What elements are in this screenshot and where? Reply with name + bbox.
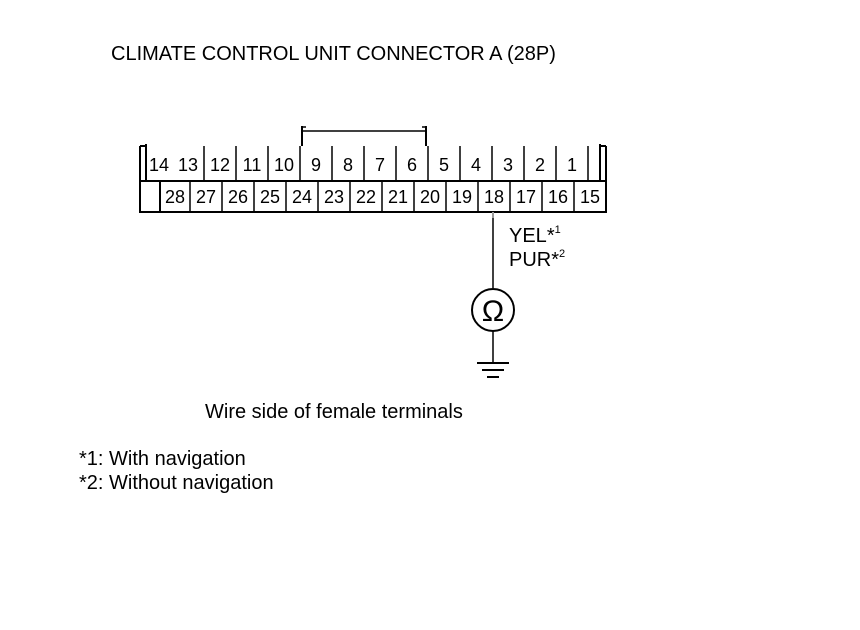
terminal-5: 5	[439, 155, 449, 175]
terminal-15: 15	[580, 187, 600, 207]
terminal-12: 12	[210, 155, 230, 175]
terminal-22: 22	[356, 187, 376, 207]
terminal-20: 20	[420, 187, 440, 207]
terminal-26: 26	[228, 187, 248, 207]
terminal-7: 7	[375, 155, 385, 175]
terminal-8: 8	[343, 155, 353, 175]
terminal-14: 14	[149, 155, 169, 175]
terminal-19: 19	[452, 187, 472, 207]
connector-top-row: 14 13 12 11 10 9 8 7 6 5 4 3 2 1	[149, 155, 577, 175]
connector-body	[139, 144, 607, 213]
terminal-28: 28	[165, 187, 185, 207]
footnote-2: *2: Without navigation	[79, 472, 274, 494]
wire-color-label-2: PUR*2	[509, 248, 565, 271]
connector-bottom-row: 28 27 26 25 24 23 22 21 20 19 18 17 16 15	[165, 187, 600, 207]
terminal-16: 16	[548, 187, 568, 207]
terminal-24: 24	[292, 187, 312, 207]
ohmmeter-icon: Ω	[471, 288, 515, 332]
terminal-6: 6	[407, 155, 417, 175]
terminal-18: 18	[484, 187, 504, 207]
terminal-2: 2	[535, 155, 545, 175]
terminal-27: 27	[196, 187, 216, 207]
wire-color-label-1: YEL*1	[509, 224, 561, 247]
terminal-23: 23	[324, 187, 344, 207]
terminal-13: 13	[178, 155, 198, 175]
terminal-11: 11	[243, 155, 262, 175]
connector-lock-tab	[301, 126, 427, 146]
terminal-1: 1	[567, 155, 577, 175]
terminal-9: 9	[311, 155, 321, 175]
footnote-1: *1: With navigation	[79, 448, 246, 470]
terminal-3: 3	[503, 155, 513, 175]
terminal-17: 17	[516, 187, 536, 207]
diagram-title: CLIMATE CONTROL UNIT CONNECTOR A (28P)	[111, 43, 556, 65]
terminal-10: 10	[274, 155, 294, 175]
terminal-4: 4	[471, 155, 481, 175]
terminal-25: 25	[260, 187, 280, 207]
ohm-symbol: Ω	[482, 295, 504, 328]
ground-icon	[477, 362, 509, 378]
terminal-side-caption: Wire side of female terminals	[205, 401, 463, 423]
terminal-21: 21	[388, 187, 408, 207]
